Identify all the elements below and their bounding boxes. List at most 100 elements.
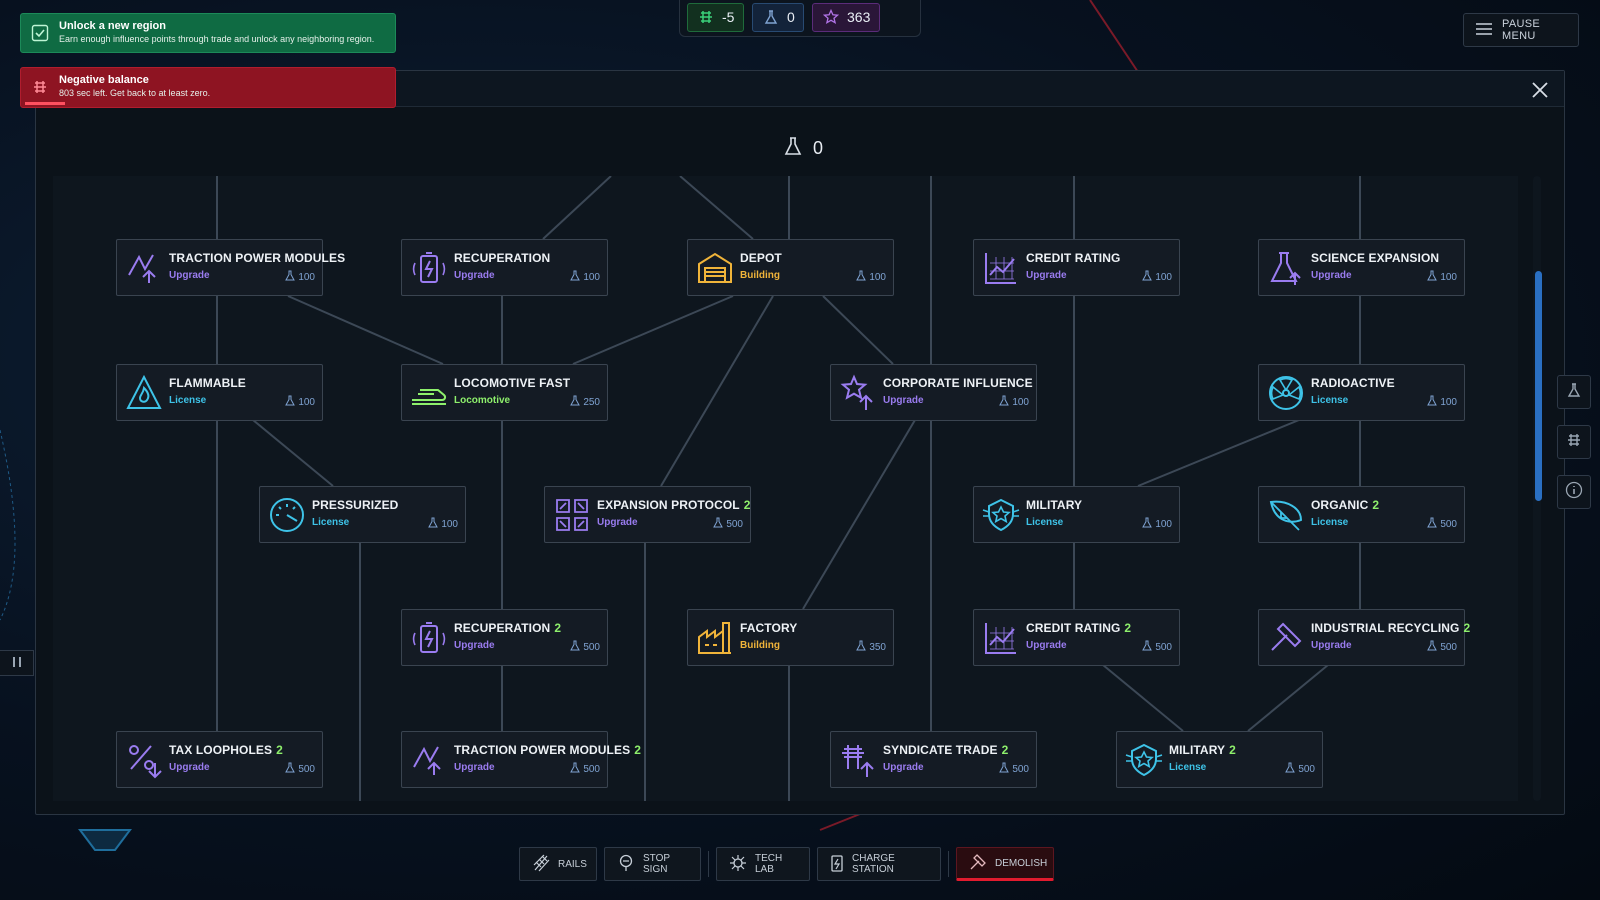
node-cost: 500	[285, 762, 315, 776]
charge-station-button[interactable]: CHARGE STATION	[817, 847, 941, 881]
rails-button[interactable]: RAILS	[519, 847, 597, 881]
demolish-button[interactable]: DEMOLISH	[956, 847, 1054, 881]
countdown-progress-bar	[25, 102, 65, 105]
node-cost-value: 350	[869, 641, 886, 653]
stop-sign-button[interactable]: STOP SIGN	[604, 847, 701, 881]
node-title-text: TRACTION POWER MODULES	[169, 251, 346, 265]
node-cost: 500	[1427, 640, 1457, 654]
notification-title: Unlock a new region	[59, 20, 166, 32]
money-counter: -5	[687, 2, 744, 32]
node-cost-value: 100	[1155, 271, 1172, 283]
node-title: RADIOACTIVE	[1311, 376, 1399, 390]
stop-sign-icon	[617, 854, 635, 875]
node-type: License	[1311, 395, 1349, 406]
flask-icon	[763, 9, 779, 25]
node-cost: 500	[713, 517, 743, 531]
research-node[interactable]: FACTORY Building 350	[687, 609, 894, 666]
build-toolbar: RAILS STOP SIGN TECH LAB CHARGE STATION …	[519, 840, 1054, 888]
node-cost: 100	[428, 517, 458, 531]
info-tab-button[interactable]	[1557, 475, 1591, 509]
node-title-text: MILITARY	[1026, 498, 1083, 512]
node-cost: 100	[570, 270, 600, 284]
node-cost: 500	[1427, 517, 1457, 531]
node-type: Upgrade	[169, 762, 210, 773]
flask-icon	[856, 640, 867, 654]
charge-station-label: CHARGE STATION	[852, 853, 895, 875]
flask-icon	[285, 762, 296, 776]
notification-unlock-region[interactable]: Unlock a new region Earn enough influenc…	[20, 13, 396, 53]
node-cost-value: 100	[583, 271, 600, 283]
node-title-text: CORPORATE INFLUENCE	[883, 376, 1033, 390]
research-node[interactable]: LOCOMOTIVE FAST Locomotive 250	[401, 364, 608, 421]
node-title-text: FACTORY	[740, 621, 798, 635]
science-value: 0	[787, 9, 795, 25]
flask-icon	[999, 395, 1010, 409]
node-title-text: LOCOMOTIVE FAST	[454, 376, 571, 390]
node-cost-value: 500	[1155, 641, 1172, 653]
node-title: CREDIT RATING	[1026, 251, 1124, 265]
node-title: DEPOT	[740, 251, 786, 265]
node-level: 2	[1229, 743, 1236, 757]
node-cost-value: 100	[1440, 271, 1457, 283]
money-icon	[1566, 432, 1582, 453]
node-type: Building	[740, 640, 780, 651]
node-cost-value: 500	[583, 763, 600, 775]
node-title-text: CREDIT RATING	[1026, 251, 1121, 265]
node-cost: 250	[570, 395, 600, 409]
finance-tab-button[interactable]	[1557, 425, 1591, 459]
tech-lab-button[interactable]: TECH LAB	[716, 847, 810, 881]
node-cost: 500	[570, 762, 600, 776]
node-cost: 500	[999, 762, 1029, 776]
scrollbar-thumb[interactable]	[1535, 271, 1542, 501]
tech-lab-icon	[729, 854, 747, 875]
battery-icon	[410, 619, 448, 657]
node-cost: 100	[285, 395, 315, 409]
toolbar-divider	[948, 851, 949, 877]
charge-station-icon	[830, 854, 844, 875]
toolbar-divider	[708, 851, 709, 877]
notification-negative-balance[interactable]: Negative balance 803 sec left. Get back …	[20, 67, 396, 108]
node-cost: 100	[999, 395, 1029, 409]
node-type: Upgrade	[169, 270, 210, 281]
flask-icon	[570, 762, 581, 776]
node-type: Locomotive	[454, 395, 511, 406]
node-type: Upgrade	[1311, 640, 1352, 651]
science-points-display: 0	[783, 136, 823, 161]
node-type: Upgrade	[454, 640, 495, 651]
node-type: Upgrade	[883, 762, 924, 773]
node-cost: 100	[1142, 517, 1172, 531]
close-icon[interactable]	[1530, 80, 1550, 100]
node-title: SCIENCE EXPANSION	[1311, 251, 1443, 265]
flask-icon	[285, 270, 296, 284]
game-pause-button[interactable]	[0, 650, 34, 676]
traction-icon	[410, 741, 448, 779]
science-counter: 0	[752, 2, 804, 32]
leaf-icon	[1267, 496, 1305, 534]
science-tab-button[interactable]	[1557, 375, 1591, 409]
node-cost-value: 500	[1440, 518, 1457, 530]
node-type: License	[1311, 517, 1349, 528]
pause-menu-button[interactable]: PAUSE MENU	[1463, 13, 1579, 47]
node-level: 2	[743, 498, 751, 512]
node-type: License	[312, 517, 350, 528]
